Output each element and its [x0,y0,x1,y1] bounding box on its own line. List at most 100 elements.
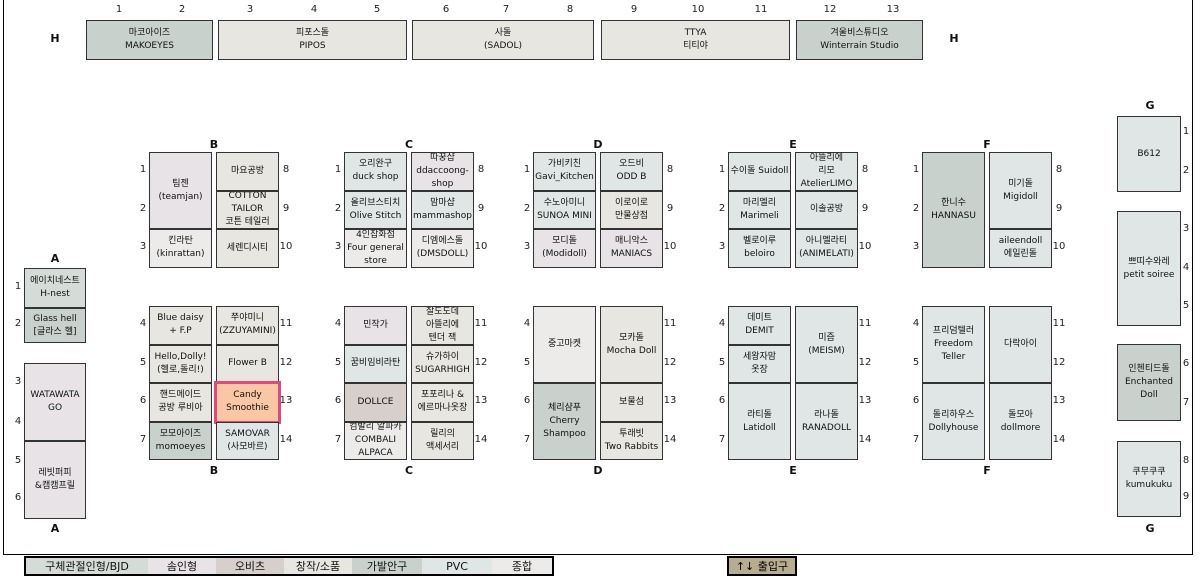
top-booth[interactable]: 사돌(SADOL) [412,20,594,60]
booth[interactable]: DOLLCE [344,383,407,422]
booth-number: 10 [663,241,677,253]
booth[interactable]: 꿈비임비라탄 [344,344,407,383]
booth[interactable]: 중고마켓 [533,306,596,383]
booth[interactable]: 포포리나 &에르마나옷장 [411,383,474,422]
booth-a[interactable]: 레빗퍼피&캠캠프릴 [24,441,86,519]
booth[interactable]: 마요공방 [216,152,279,191]
booth[interactable]: 이솔공방 [795,190,858,229]
column-number: 1 [115,4,123,15]
booth[interactable]: 킨라탄(kinrattan) [149,229,212,268]
booth-name: 모디돌(Modidoll) [542,236,587,260]
booth-name: Glass hell[글라스 헬] [33,313,77,337]
booth-a[interactable]: Glass hell[글라스 헬] [24,308,86,343]
booth[interactable]: 다락아이 [989,306,1052,383]
booth[interactable]: Flower B [216,344,279,383]
booth-number: 9 [477,202,485,214]
block-label-bottom: D [593,464,603,477]
booth-number: 3 [718,241,726,253]
booth[interactable]: SAMOVAR(사모바르) [216,421,279,460]
booth-number: 14 [279,433,293,445]
booth[interactable]: 미즘(MEISM) [795,306,858,383]
booth-number: 14 [858,433,872,445]
booth-number: 3 [14,376,22,387]
booth[interactable]: Hello,Dolly!(헬로,돌리!) [149,344,212,383]
booth-name: 마요공방 [230,165,265,176]
booth-g[interactable]: B612 [1117,116,1181,192]
booth-name: 킨라탄(kinrattan) [156,236,205,260]
booth[interactable]: 보물섬 [600,383,663,422]
booth-number: 14 [474,433,488,445]
booth[interactable]: 세렌디시티 [216,229,279,268]
booth-number: 5 [523,356,531,368]
booth-number: 11 [474,318,488,330]
booth[interactable]: 수이돌 Suidoll [728,152,791,191]
block-label-top: E [789,138,797,151]
column-number: 13 [886,4,900,15]
booth[interactable]: 모디돌(Modidoll) [533,229,596,268]
booth-name: 미즘(MEISM) [808,332,845,356]
block-label-top: C [404,138,414,151]
booth-number: 4 [523,318,531,330]
legend-item: 가발안구 [352,558,422,574]
booth-number: 1 [14,281,22,292]
booth[interactable]: Blue daisy+ F.P [149,306,212,345]
booth-number: 6 [523,395,531,407]
booth[interactable]: 민작가 [344,306,407,345]
booth[interactable]: 아니멜라티(ANIMELATI) [795,229,858,268]
booth-number: 9 [1055,202,1063,214]
booth-number: 8 [1182,455,1190,466]
booth[interactable]: 쭈야미니(ZZUYAMINI) [216,306,279,345]
section-g-bottom: G [1145,522,1155,535]
booth[interactable]: 디엠에스돌(DMSDOLL) [411,229,474,268]
booth-name: 보물섬 [619,396,644,407]
booth[interactable]: 팀젠(teamjan) [149,152,212,229]
